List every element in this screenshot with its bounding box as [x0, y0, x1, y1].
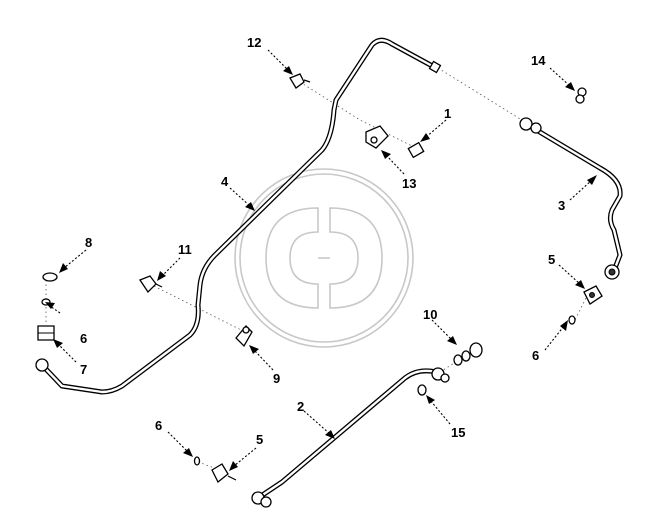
callout-13: 13 — [402, 176, 416, 191]
callout-5-bottom: 5 — [256, 432, 263, 447]
callout-3: 3 — [558, 198, 565, 213]
pipe-4 — [35, 37, 442, 395]
callout-7: 7 — [80, 362, 87, 377]
part-12-fitting — [289, 73, 311, 89]
part-7-nut — [37, 325, 55, 341]
callout-4: 4 — [221, 174, 229, 189]
callout-5-right: 5 — [548, 252, 555, 267]
callout-15: 15 — [451, 425, 465, 440]
callout-6-bottom: 6 — [155, 418, 162, 433]
callout-6-left: 6 — [80, 331, 87, 346]
watermark-logo — [234, 168, 414, 348]
part-6-oring-bottom — [193, 456, 201, 466]
callout-12: 12 — [247, 35, 261, 50]
part-6-oring-right — [568, 315, 576, 325]
part-10-fittings — [453, 342, 483, 366]
part-13-clip — [365, 125, 389, 149]
part-14-fitting — [575, 87, 587, 104]
part-8-oring — [42, 272, 58, 282]
leader-lines — [45, 49, 597, 471]
part-5-adapter-right — [583, 285, 603, 305]
part-15-oring — [417, 384, 427, 396]
part-9-clip — [235, 325, 253, 348]
part-1-plug — [407, 141, 425, 159]
part-5-adapter-bottom — [211, 463, 237, 484]
pipe-2 — [251, 367, 450, 508]
callout-10: 10 — [423, 307, 437, 322]
callout-14: 14 — [531, 53, 546, 68]
callout-8: 8 — [85, 235, 92, 250]
part-11-fitting — [139, 275, 163, 294]
callout-11: 11 — [178, 242, 192, 257]
callout-9: 9 — [273, 371, 280, 386]
callout-2: 2 — [297, 399, 304, 414]
centerlines — [45, 67, 591, 471]
pipe-3 — [519, 117, 623, 280]
callout-labels: 1 2 3 4 5 5 6 6 6 7 8 9 10 11 12 13 14 1… — [80, 35, 565, 447]
callout-6-right: 6 — [532, 348, 539, 363]
callout-1: 1 — [444, 106, 451, 121]
